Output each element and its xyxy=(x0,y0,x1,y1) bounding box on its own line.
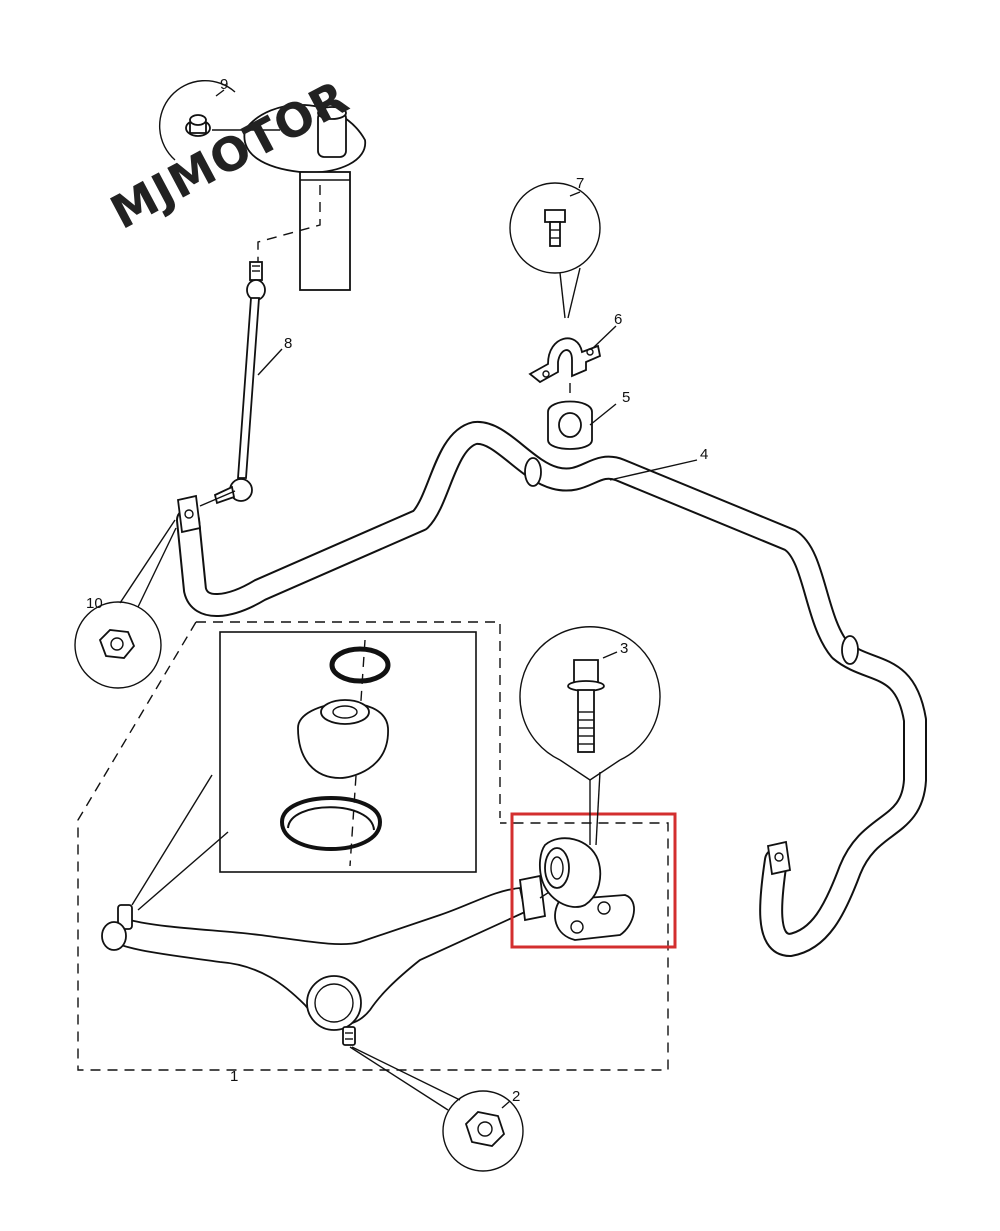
highlight-box xyxy=(510,812,677,949)
callout-8: 8 xyxy=(284,335,292,352)
callout-2: 2 xyxy=(512,1088,520,1105)
callout-10: 10 xyxy=(86,595,103,612)
stabilizer-link xyxy=(199,261,266,507)
callout-7-detail xyxy=(509,182,601,319)
callout-3: 3 xyxy=(620,640,628,657)
callout-9-detail xyxy=(158,79,280,161)
ball-joint-inset xyxy=(131,631,477,911)
control-arm-bracket xyxy=(510,812,677,949)
callout-leaders xyxy=(215,89,698,1109)
bushing-and-clamp xyxy=(528,337,602,450)
strut-assembly xyxy=(243,103,366,291)
stabilizer-bar xyxy=(176,420,927,957)
callout-6: 6 xyxy=(614,311,622,328)
callout-2-detail xyxy=(349,1046,524,1172)
callout-10-detail xyxy=(74,519,177,689)
lower-control-arm xyxy=(101,874,561,1046)
callout-3-detail xyxy=(519,626,661,846)
control-arm-group-outline xyxy=(77,621,669,1071)
callout-4: 4 xyxy=(700,446,708,463)
callout-1: 1 xyxy=(230,1068,238,1085)
callout-7: 7 xyxy=(576,175,584,192)
callout-labels: 1 2 3 4 5 6 7 8 9 10 xyxy=(86,76,708,1105)
callout-5: 5 xyxy=(622,389,630,406)
callout-9: 9 xyxy=(220,76,228,93)
